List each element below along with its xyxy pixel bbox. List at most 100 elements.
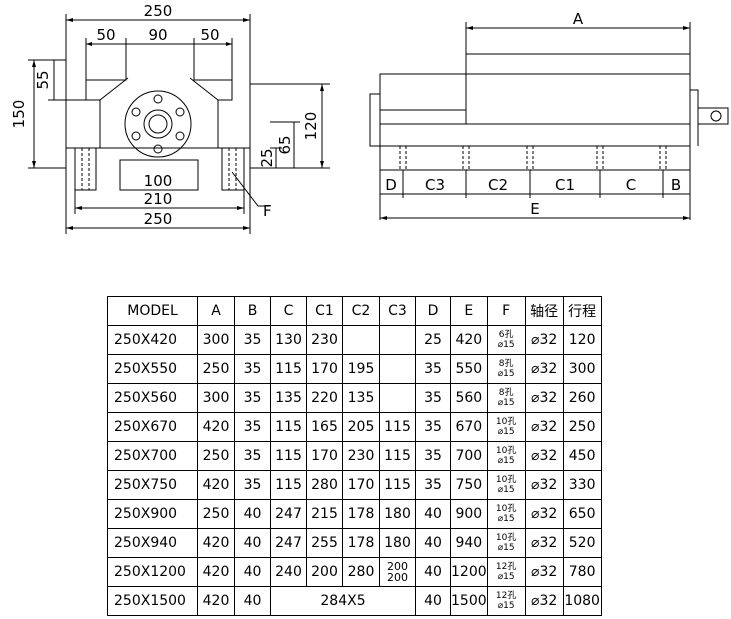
cell-c3: 115 bbox=[379, 470, 416, 500]
cell-b: 40 bbox=[234, 557, 271, 587]
side-view-outline bbox=[369, 53, 729, 171]
cell-b: 40 bbox=[234, 586, 271, 616]
cell-c1: 170 bbox=[306, 441, 343, 471]
cell-c: 115 bbox=[270, 441, 307, 471]
cell-c3: 180 bbox=[379, 528, 416, 558]
cell-c3: 180 bbox=[379, 499, 416, 529]
cell-b: 35 bbox=[234, 412, 271, 442]
cell-c2: 170 bbox=[342, 470, 380, 500]
spec-table: MODEL A B C C1 C2 C3 D E F 轴径 行程 250X420… bbox=[107, 296, 602, 616]
cell-b: 35 bbox=[234, 354, 271, 384]
cell-c: 115 bbox=[270, 470, 307, 500]
label-c: C bbox=[626, 176, 636, 194]
cell-a: 250 bbox=[197, 499, 235, 529]
cell-c1: 280 bbox=[306, 470, 343, 500]
side-hidden-holes bbox=[399, 146, 667, 170]
header-c2: C2 bbox=[342, 296, 380, 326]
cell-f: 12孔⌀15 bbox=[486, 586, 526, 616]
cell-shaft: ⌀32 bbox=[524, 557, 564, 587]
cell-shaft: ⌀32 bbox=[524, 470, 564, 500]
cell-c3 bbox=[379, 383, 416, 413]
dim-bottom-250: 250 bbox=[144, 210, 173, 228]
cell-c2: 135 bbox=[342, 383, 380, 413]
cell-f: 12孔⌀15 bbox=[486, 557, 526, 587]
dim-height-55: 55 bbox=[34, 70, 52, 89]
front-dimensions bbox=[28, 14, 330, 234]
cell-c: 240 bbox=[270, 557, 307, 587]
cell-stroke: 520 bbox=[562, 528, 602, 558]
cell-c2: 178 bbox=[342, 528, 380, 558]
cell-c: 247 bbox=[270, 528, 307, 558]
cell-b: 35 bbox=[234, 383, 271, 413]
cell-shaft: ⌀32 bbox=[524, 354, 564, 384]
cell-shaft: ⌀32 bbox=[524, 383, 564, 413]
cell-e: 700 bbox=[450, 441, 488, 471]
cell-model: 250X560 bbox=[107, 383, 198, 413]
cell-model: 250X750 bbox=[107, 470, 198, 500]
cell-c3-bottom: 200 bbox=[387, 571, 408, 584]
cell-c1: 220 bbox=[306, 383, 343, 413]
cell-b: 40 bbox=[234, 499, 271, 529]
cell-f-diameter: ⌀15 bbox=[497, 572, 515, 582]
cell-f: 8孔⌀15 bbox=[486, 383, 526, 413]
cell-e: 750 bbox=[450, 470, 488, 500]
dim-seg-right-50: 50 bbox=[200, 26, 219, 44]
cell-stroke: 250 bbox=[562, 412, 602, 442]
cell-f-count: 10孔 bbox=[495, 533, 517, 543]
cell-stroke: 120 bbox=[562, 325, 602, 355]
dim-height-120: 120 bbox=[302, 112, 320, 141]
cell-f: 8孔⌀15 bbox=[486, 354, 526, 384]
label-b: B bbox=[671, 176, 681, 194]
cell-model: 250X1200 bbox=[107, 557, 198, 587]
cell-e: 420 bbox=[450, 325, 488, 355]
cell-stroke: 650 bbox=[562, 499, 602, 529]
cell-e: 1200 bbox=[450, 557, 488, 587]
cell-a: 300 bbox=[197, 325, 235, 355]
header-c: C bbox=[270, 296, 307, 326]
dim-height-65: 65 bbox=[276, 135, 294, 154]
label-d: D bbox=[385, 176, 397, 194]
header-stroke: 行程 bbox=[562, 296, 602, 326]
cell-d: 40 bbox=[415, 499, 451, 529]
cell-a: 250 bbox=[197, 441, 235, 471]
cell-b: 35 bbox=[234, 441, 271, 471]
cell-f-diameter: ⌀15 bbox=[497, 340, 515, 350]
dim-height-25: 25 bbox=[258, 148, 276, 167]
cell-c3 bbox=[379, 325, 416, 355]
cell-b: 35 bbox=[234, 470, 271, 500]
cell-f: 10孔⌀15 bbox=[486, 412, 526, 442]
front-hidden-holes bbox=[81, 148, 237, 190]
cell-d: 35 bbox=[415, 441, 451, 471]
cell-a: 420 bbox=[197, 470, 235, 500]
cell-f-count: 10孔 bbox=[495, 475, 517, 485]
cell-a: 300 bbox=[197, 383, 235, 413]
cell-d: 35 bbox=[415, 383, 451, 413]
cell-a: 420 bbox=[197, 586, 235, 616]
cell-f-count: 10孔 bbox=[495, 417, 517, 427]
flange-circle bbox=[124, 90, 192, 158]
cell-shaft: ⌀32 bbox=[524, 499, 564, 529]
cell-c3: 115 bbox=[379, 441, 416, 471]
cell-f-diameter: ⌀15 bbox=[497, 543, 515, 553]
cell-c: 115 bbox=[270, 354, 307, 384]
cell-f-diameter: ⌀15 bbox=[497, 427, 515, 437]
cell-f: 10孔⌀15 bbox=[486, 499, 526, 529]
dim-seg-mid-90: 90 bbox=[148, 26, 167, 44]
table-header-row: MODEL A B C C1 C2 C3 D E F 轴径 行程 bbox=[107, 296, 602, 326]
cell-f: 10孔⌀15 bbox=[486, 441, 526, 471]
dim-seg-left-50: 50 bbox=[96, 26, 115, 44]
cell-a: 420 bbox=[197, 412, 235, 442]
cell-c2: 280 bbox=[342, 557, 380, 587]
cell-f-count: 12孔 bbox=[495, 562, 517, 572]
cell-d: 25 bbox=[415, 325, 451, 355]
cell-c2: 178 bbox=[342, 499, 380, 529]
cell-model: 250X700 bbox=[107, 441, 198, 471]
label-c1: C1 bbox=[555, 176, 575, 194]
